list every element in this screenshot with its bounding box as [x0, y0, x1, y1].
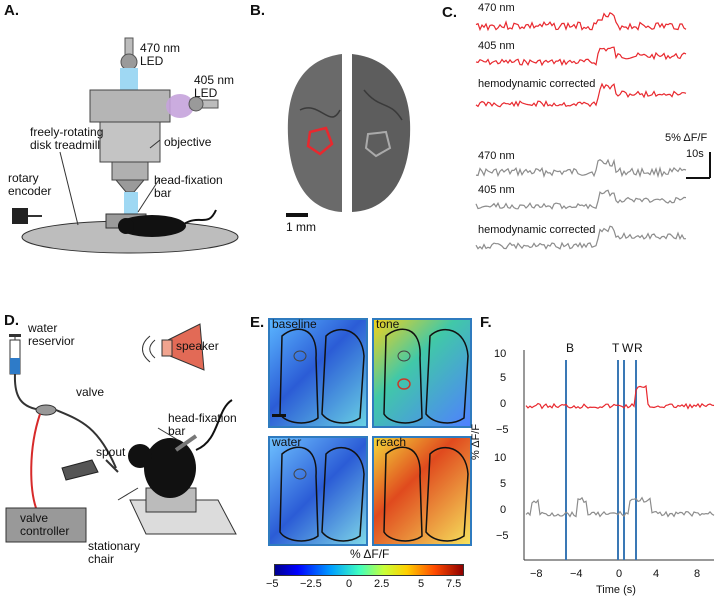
colorbar-label: % ΔF/F — [350, 547, 390, 561]
setup-d-illustration — [5, 323, 237, 543]
event-label-r: R — [634, 341, 643, 355]
valve-label: valve — [76, 385, 105, 399]
panel-a-label: A. — [4, 2, 19, 19]
treadmill-label: freely-rotating disk treadmill — [30, 125, 104, 152]
panel-b-label: B. — [250, 2, 265, 19]
f-xtick-1: −4 — [570, 568, 583, 580]
spout-label: spout — [96, 445, 126, 459]
scale-label-b: 1 mm — [286, 220, 316, 234]
colorbar-tick-3: 2.5 — [374, 578, 390, 590]
f-ytick-bottom-1: 5 — [500, 478, 507, 490]
event-label-b: B — [566, 341, 575, 355]
trace-gray-corrected — [475, 225, 687, 250]
panel-c-label: C. — [442, 4, 457, 21]
colorbar-tick-5: 7.5 — [446, 578, 462, 590]
f-ytick-top-2: 0 — [500, 398, 507, 410]
f-xtick-2: 0 — [616, 568, 623, 580]
trace-label-red-405: 405 nm — [478, 40, 515, 52]
f-xtick-3: 4 — [653, 568, 660, 580]
f-ytick-top-1: 5 — [500, 372, 507, 384]
trace-label-red-corrected: hemodynamic corrected — [478, 78, 596, 90]
cortex-image — [287, 54, 411, 212]
colorbar-tick-0: −5 — [266, 578, 279, 590]
trace-label-red-470: 470 nm — [478, 2, 515, 14]
map-label-water: water — [272, 435, 302, 449]
headbar-a-label: head-fixation bar — [154, 173, 223, 200]
brain-outlines-e — [272, 328, 469, 542]
led-405-label: 405 nm LED — [194, 73, 235, 100]
map-label-baseline: baseline — [272, 317, 317, 331]
trace-red-405 — [475, 46, 687, 67]
f-ylabel: % ΔF/F — [470, 423, 482, 460]
panel-d-label: D. — [4, 312, 19, 329]
trace-label-gray-405: 405 nm — [478, 184, 515, 196]
headbar-d-label: head-fixation bar — [168, 411, 237, 438]
trace-gray-470 — [475, 158, 687, 179]
f-ytick-top-3: −5 — [496, 424, 509, 436]
colorbar — [274, 564, 464, 576]
map-label-reach: reach — [376, 435, 407, 449]
f-xlabel: Time (s) — [596, 584, 636, 596]
led-470-label: 470 nm LED — [140, 41, 181, 68]
map-label-tone: tone — [376, 317, 400, 331]
plot-panel-f — [523, 350, 715, 561]
objective-label: objective — [164, 135, 212, 149]
scale-y-c: 5% ΔF/F — [665, 132, 708, 144]
trace-label-gray-corrected: hemodynamic corrected — [478, 224, 596, 236]
trace-label-gray-470: 470 nm — [478, 150, 515, 162]
event-label-t: T — [612, 341, 620, 355]
speaker-label: speaker — [176, 339, 219, 353]
panel-f-label: F. — [480, 314, 492, 331]
f-xtick-4: 8 — [694, 568, 701, 580]
f-ytick-bottom-2: 0 — [500, 504, 507, 516]
chair-label: stationary chair — [88, 539, 141, 566]
colorbar-tick-1: −2.5 — [300, 578, 322, 590]
reservoir-label: water reservior — [28, 321, 75, 348]
controller-label: valve controller — [20, 511, 70, 538]
trace-gray-405 — [475, 189, 687, 210]
f-xtick-0: −8 — [530, 568, 543, 580]
trace-red-470 — [475, 11, 687, 32]
f-ytick-top-0: 10 — [494, 348, 507, 360]
traces-panel-c — [475, 11, 687, 250]
f-ytick-bottom-0: 10 — [494, 452, 507, 464]
f-trace-gray — [525, 496, 715, 518]
scale-x-c: 10s — [686, 148, 704, 160]
colorbar-tick-2: 0 — [346, 578, 353, 590]
scale-bar-c — [686, 152, 711, 179]
encoder-label: rotary encoder — [8, 171, 52, 198]
f-trace-red — [525, 384, 715, 410]
event-label-w: W — [622, 341, 634, 355]
scale-bar-b — [286, 213, 308, 217]
panel-e-label: E. — [250, 314, 265, 331]
f-ytick-bottom-3: −5 — [496, 530, 509, 542]
trace-red-corrected — [475, 82, 687, 108]
setup-a-illustration — [12, 37, 239, 254]
colorbar-tick-4: 5 — [418, 578, 425, 590]
